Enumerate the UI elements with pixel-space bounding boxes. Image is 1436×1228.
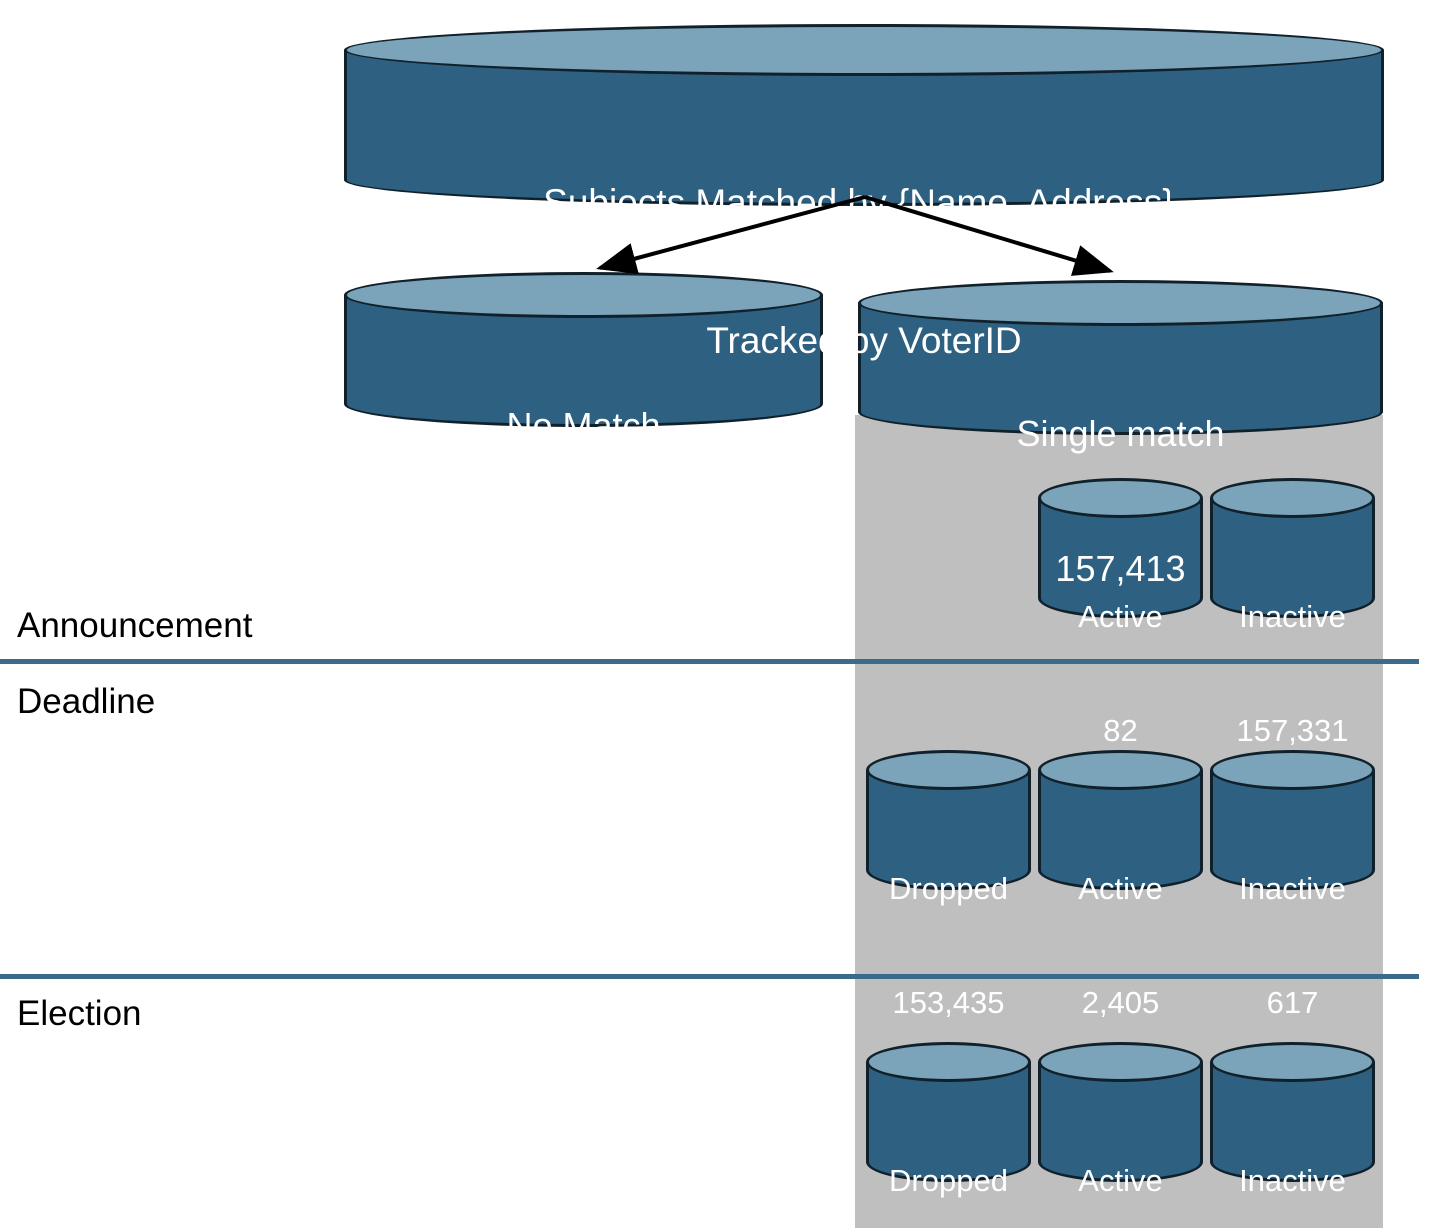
- divider-deadline-election: [0, 974, 1419, 979]
- cylinder-top-ellipse: [1210, 1042, 1375, 1082]
- cylinder-top-ellipse: [1210, 478, 1375, 518]
- node-announcement-inactive[interactable]: Inactive 157,331: [1210, 478, 1375, 748]
- cylinder-top-ellipse: [1038, 1042, 1203, 1082]
- cylinder-top-ellipse: [866, 1042, 1031, 1082]
- stage-label-announcement: Announcement: [17, 606, 253, 645]
- stage-label-deadline: Deadline: [17, 682, 156, 721]
- node-election-inactive[interactable]: Inactive 816: [1210, 1042, 1375, 1198]
- node-root-subjects-matched[interactable]: Subjects Matched by {Name, Address}, Tra…: [344, 24, 1384, 361]
- node-single-match[interactable]: Single match 157,413: [858, 280, 1383, 589]
- node-deadline-active[interactable]: Active 2,405: [1038, 750, 1203, 1020]
- node-election-active[interactable]: Active 3,621: [1038, 1042, 1203, 1198]
- node-no-match-dropped[interactable]: No Match Dropped 452: [344, 272, 823, 581]
- cylinder-top-ellipse: [1038, 750, 1203, 790]
- cylinder-top-ellipse: [344, 272, 823, 318]
- cylinder-top-ellipse: [1038, 478, 1203, 518]
- arrow-root-to-single-match: [864, 195, 1114, 276]
- node-announcement-active[interactable]: Active 82: [1038, 478, 1203, 748]
- arrow-root-to-no-match: [596, 195, 866, 275]
- node-deadline-inactive[interactable]: Inactive 617: [1210, 750, 1375, 1020]
- cylinder-top-ellipse: [858, 280, 1383, 326]
- cylinder-top-ellipse: [344, 24, 1384, 76]
- node-no-match-line2: Dropped 452: [474, 540, 693, 581]
- node-deadline-dropped[interactable]: Dropped 153,435: [866, 750, 1031, 1020]
- cylinder-top-ellipse: [866, 750, 1031, 790]
- divider-announcement-deadline: [0, 659, 1419, 664]
- node-election-dropped[interactable]: Dropped 152,976: [866, 1042, 1031, 1198]
- cylinder-top-ellipse: [1210, 750, 1375, 790]
- stage-label-election: Election: [17, 994, 142, 1033]
